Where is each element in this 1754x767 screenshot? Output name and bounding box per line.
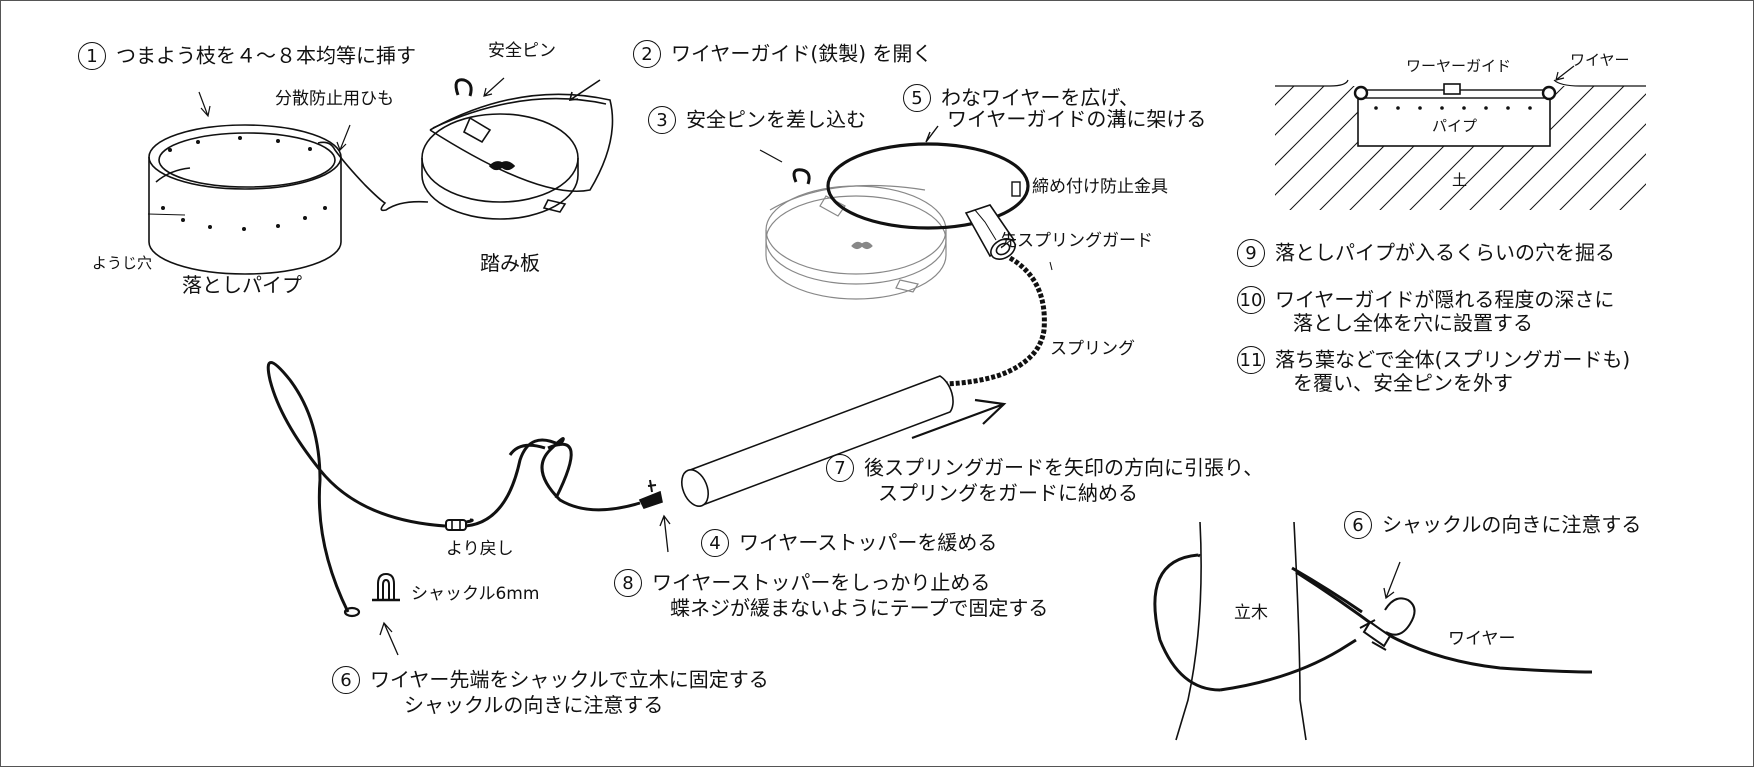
label-toothpick-hole: ようじ穴 <box>92 254 153 272</box>
label-wire-section: ワイヤー <box>1570 51 1630 69</box>
step-2: 2 ワイヤーガイド(鉄製) を開く <box>633 40 932 68</box>
swivel-drawing <box>445 519 467 531</box>
scatter-string-drawing <box>317 141 429 212</box>
label-scatter-string: 分散防止用ひも <box>275 89 394 109</box>
step-10-text-line2: 落とし全体を穴に設置する <box>1293 311 1533 335</box>
step-7-text-line2: スプリングをガードに納める <box>878 481 1138 505</box>
label-step-plate: 踏み板 <box>480 251 540 275</box>
step-7: 7 後スプリングガードを矢印の方向に引張り、 スプリングをガードに納める <box>826 454 1263 505</box>
step-11-text-line2: を覆い、安全ピンを外す <box>1293 371 1513 395</box>
tree-detail-drawing <box>1153 521 1593 741</box>
label-swivel: より戻し <box>446 539 514 559</box>
snare-wire-drawing <box>266 361 641 613</box>
step-6a-number: 6 <box>332 666 360 694</box>
step-5: 5 わなワイヤーを広げ、 ワイヤーガイドの溝に架ける <box>903 84 1206 131</box>
label-wire-tree: ワイヤー <box>1448 629 1516 649</box>
shackle-icon <box>372 572 400 602</box>
label-shackle: シャックル6mm <box>411 584 540 604</box>
label-pipe-section: パイプ <box>1432 117 1478 135</box>
spring-drawing <box>944 255 1047 387</box>
step-1: 1 つまよう枝を４～８本均等に挿す <box>78 42 416 70</box>
label-drop-pipe: 落としパイプ <box>182 273 302 297</box>
step-5-number: 5 <box>903 84 931 112</box>
step-8-number: 8 <box>614 569 642 597</box>
step-1-number: 1 <box>78 42 106 70</box>
step-5-text-line2: ワイヤーガイドの溝に架ける <box>947 107 1207 131</box>
step-4: 4 ワイヤーストッパーを緩める <box>701 529 997 557</box>
label-anti-tighten-fitting: 締め付け防止金具 <box>1032 177 1168 197</box>
step-10: 10 ワイヤーガイドが隠れる程度の深さに 落とし全体を穴に設置する <box>1237 286 1614 335</box>
step-8-text-line2: 蝶ネジが緩まないようにテープで固定する <box>670 596 1049 620</box>
step-11-text: 落ち葉などで全体(スプリングガードも) <box>1275 347 1631 372</box>
step-5-text: わなワイヤーを広げ、 <box>941 85 1139 110</box>
step-4-number: 4 <box>701 529 729 557</box>
step-6a-text: ワイヤー先端をシャックルで立木に固定する <box>370 667 769 692</box>
front-spring-guard-drawing <box>964 204 1016 260</box>
step-6a-text-line2: シャックルの向きに注意する <box>404 693 664 717</box>
step-8: 8 ワイヤーストッパーをしっかり止める 蝶ネジが緩まないようにテープで固定する <box>614 569 1048 620</box>
label-spring: スプリング <box>1050 339 1135 359</box>
step-3: 3 安全ピンを差し込む <box>648 106 866 134</box>
step-6b-text: シャックルの向きに注意する <box>1382 512 1642 537</box>
wire-stopper-drawing <box>638 479 663 509</box>
step-6a: 6 ワイヤー先端をシャックルで立木に固定する シャックルの向きに注意する <box>332 666 769 717</box>
step-6b: 6 シャックルの向きに注意する <box>1344 511 1641 539</box>
step-10-text: ワイヤーガイドが隠れる程度の深さに <box>1275 287 1615 312</box>
step-11: 11 落ち葉などで全体(スプリングガードも) を覆い、安全ピンを外す <box>1237 346 1630 395</box>
drop-pipe-drawing <box>147 124 342 275</box>
step-2-number: 2 <box>633 40 661 68</box>
step-11-number: 11 <box>1237 346 1265 374</box>
step-6b-number: 6 <box>1344 511 1372 539</box>
step-9-text: 落としパイプが入るくらいの穴を掘る <box>1275 240 1615 265</box>
label-front-spring-guard: 先スプリングガード <box>1000 231 1153 251</box>
step-plate-drawing <box>421 78 614 220</box>
label-tree: 立木 <box>1234 603 1268 623</box>
step-3-number: 3 <box>648 106 676 134</box>
label-soil: 土 <box>1452 171 1468 189</box>
label-safety-pin: 安全ピン <box>488 41 556 61</box>
step-7-text: 後スプリングガードを矢印の方向に引張り、 <box>864 455 1264 480</box>
step-3-text: 安全ピンを差し込む <box>686 107 866 132</box>
label-wire-guide-section: ワーヤーガイド <box>1406 57 1512 75</box>
direction-arrow <box>911 398 1007 440</box>
step-1-text: つまよう枝を４～８本均等に挿す <box>116 43 416 68</box>
step-7-number: 7 <box>826 454 854 482</box>
assembled-trap-drawing <box>759 149 947 300</box>
step-9: 9 落としパイプが入るくらいの穴を掘る <box>1237 239 1615 267</box>
snare-loop-drawing <box>826 142 1030 230</box>
step-2-text: ワイヤーガイド(鉄製) を開く <box>671 41 933 66</box>
step-8-text: ワイヤーストッパーをしっかり止める <box>652 570 991 595</box>
cross-section-drawing <box>1275 65 1646 210</box>
step-10-number: 10 <box>1237 286 1265 314</box>
step-9-number: 9 <box>1237 239 1265 267</box>
rear-spring-guard-drawing <box>680 375 954 507</box>
step-4-text: ワイヤーストッパーを緩める <box>739 530 998 555</box>
